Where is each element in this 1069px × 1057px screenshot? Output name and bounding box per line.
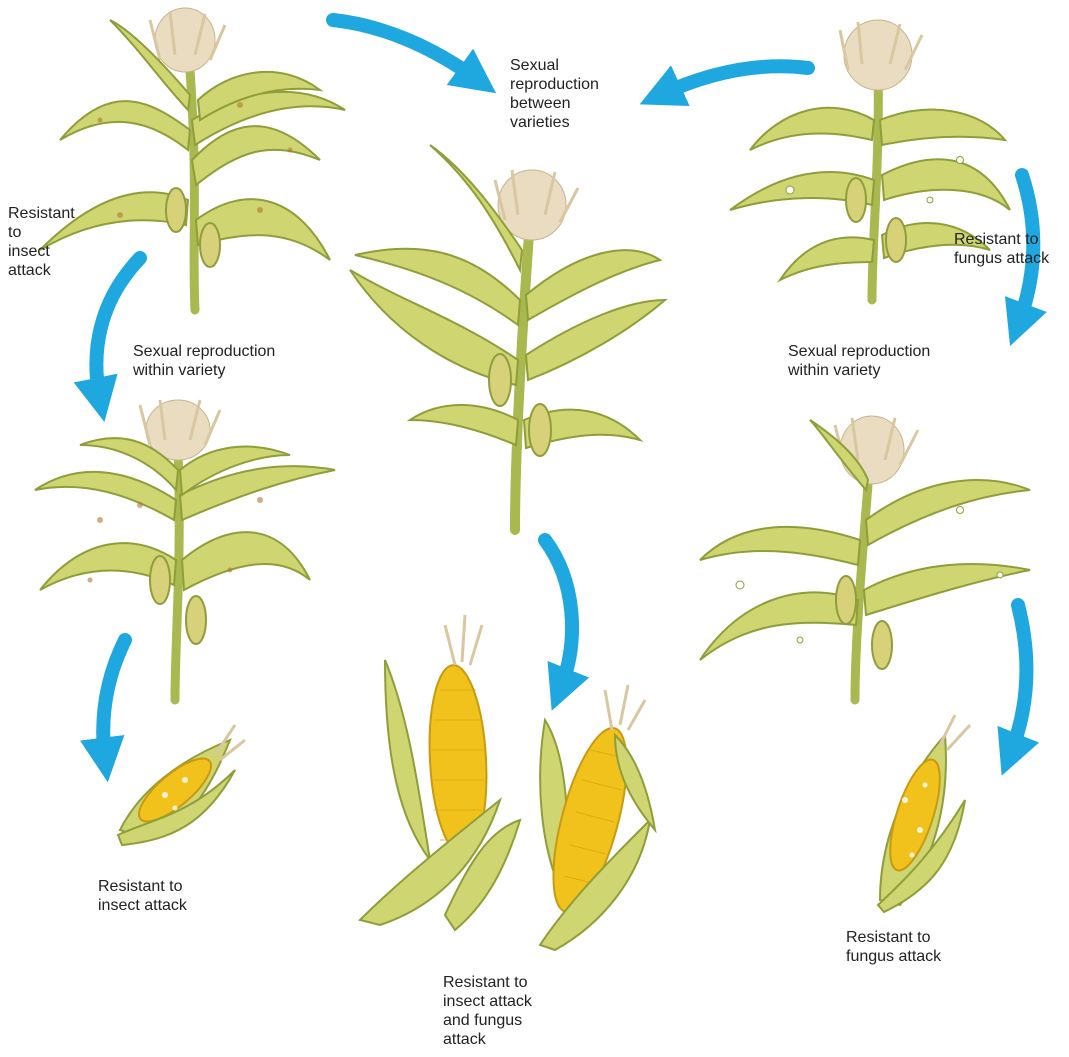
left-bottom-trait-label: Resistant to insect attack: [98, 877, 187, 915]
left-within-variety-label: Sexual reproduction within variety: [133, 342, 275, 380]
between-varieties-label: Sexual reproduction between varieties: [510, 56, 599, 132]
corn-cob-icon: [538, 685, 655, 950]
arrow-icon: [660, 66, 808, 95]
right-bottom-trait-label: Resistant to fungus attack: [846, 928, 941, 966]
corn-plant-icon: [350, 145, 665, 530]
arrow-icon: [1010, 605, 1026, 755]
corn-plant-icon: [35, 400, 335, 700]
corn-plant-icon: [40, 8, 345, 310]
right-within-variety-label: Sexual reproduction within variety: [788, 342, 930, 380]
left-top-trait-label: Resistant to insect attack: [8, 204, 75, 280]
right-top-trait-label: Resistant to fungus attack: [954, 230, 1049, 268]
corn-cob-icon: [360, 615, 520, 930]
arrow-icon: [333, 20, 478, 80]
center-bottom-trait-label: Resistant to insect attack and fungus at…: [443, 973, 532, 1049]
corn-cob-icon: [118, 725, 245, 845]
corn-cob-icon: [878, 715, 970, 912]
arrow-icon: [103, 640, 125, 760]
arrow-icon: [545, 540, 572, 690]
corn-plant-icon: [700, 416, 1030, 700]
